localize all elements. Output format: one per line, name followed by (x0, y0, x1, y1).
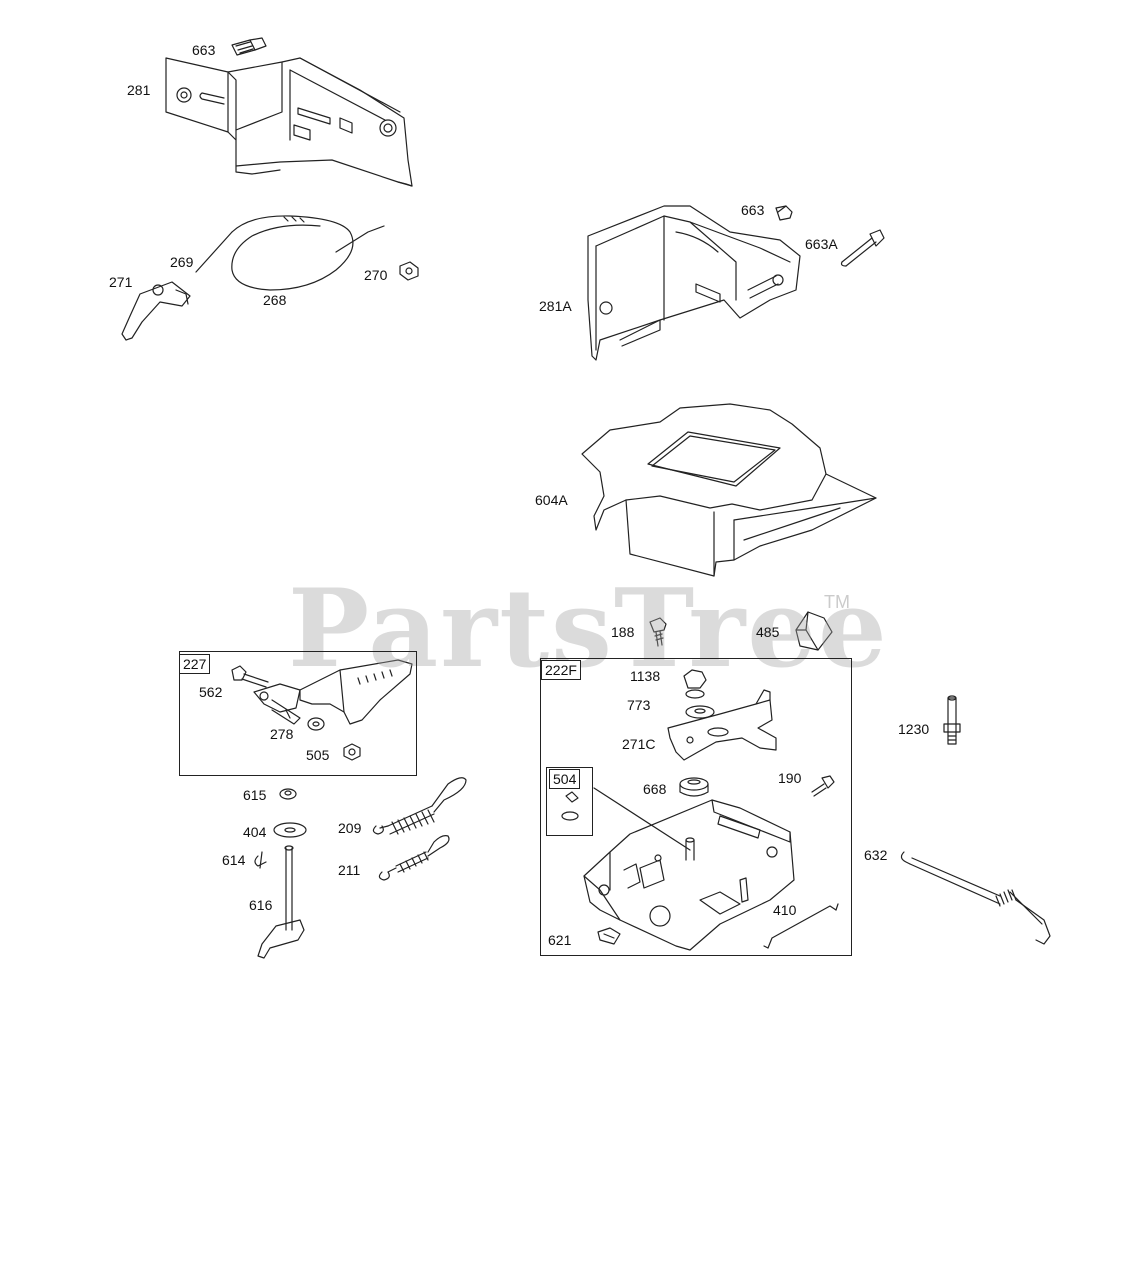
bolt-663-drawing (231, 37, 267, 56)
lever-271-drawing (121, 281, 191, 341)
kit-227-tag: 227 (179, 654, 211, 674)
kit-504-drawing (561, 787, 691, 851)
watermark-text: PartsTree (288, 566, 889, 692)
housing-604A-drawing (581, 403, 877, 577)
part-label: 281A (539, 298, 572, 314)
link-410-drawing (763, 903, 839, 949)
stud-1230-drawing (943, 695, 961, 745)
nut-505-drawing (343, 743, 361, 761)
part-label: 614 (222, 852, 246, 868)
kit-222F-tag: 222F (541, 660, 581, 680)
bolt-562-drawing (231, 665, 269, 688)
lever-271C-drawing (667, 689, 777, 761)
screw-188-drawing (649, 617, 667, 647)
part-label: 211 (338, 862, 361, 878)
shroud-281A-drawing (587, 205, 801, 361)
part-label: 188 (611, 624, 635, 640)
part-label: 562 (199, 684, 223, 700)
part-label: 1230 (898, 721, 930, 737)
plate-222F-drawing (583, 799, 795, 951)
screw-190-drawing (811, 775, 835, 797)
part-label: 410 (773, 902, 797, 918)
washer-278-drawing (307, 717, 325, 731)
part-label: 773 (627, 697, 651, 713)
part-label: 663 (192, 42, 216, 58)
spring-211-drawing (378, 835, 450, 881)
part-label: 505 (306, 747, 330, 763)
part-label: 485 (756, 624, 780, 640)
kit-227-box (179, 651, 417, 776)
part-label: 663A (805, 236, 838, 252)
spring-link-632-drawing (900, 851, 1051, 945)
part-label: 632 (864, 847, 888, 863)
nut-1138-drawing (683, 669, 707, 699)
part-label: 190 (778, 770, 802, 786)
part-label: 269 (170, 254, 194, 270)
part-label: 281 (127, 82, 151, 98)
nut-270-drawing (399, 261, 419, 281)
cable-268-drawing (195, 215, 385, 291)
part-label: 615 (243, 787, 267, 803)
watermark-trademark: TM (824, 592, 850, 612)
bolt-663A-drawing (840, 229, 885, 267)
part-label: 271C (622, 736, 656, 752)
washer-615-drawing (279, 788, 297, 800)
part-label: 621 (548, 932, 572, 948)
washer-404-drawing (273, 822, 307, 838)
block-485-drawing (795, 611, 833, 651)
part-label: 668 (643, 781, 667, 797)
part-label: 268 (263, 292, 287, 308)
spring-209-drawing (372, 777, 467, 835)
part-label: 663 (741, 202, 765, 218)
bracket-281-drawing (165, 57, 413, 187)
part-label: 278 (270, 726, 294, 742)
clip-614-drawing (254, 851, 267, 869)
pin-663-drawing (775, 205, 793, 221)
part-label: 270 (364, 267, 388, 283)
kit-504-tag: 504 (549, 769, 581, 789)
bracket-227-drawing (253, 659, 413, 725)
part-label: 616 (249, 897, 273, 913)
clip-621-drawing (597, 927, 621, 945)
part-label: 1138 (630, 668, 661, 684)
shaft-616-drawing (257, 845, 305, 959)
kit-504-box (546, 767, 593, 836)
part-label: 271 (109, 274, 133, 290)
washer-773-drawing (685, 705, 715, 719)
part-label: 604A (535, 492, 568, 508)
kit-222F-box (540, 658, 852, 956)
part-label: 404 (243, 824, 267, 840)
part-label: 209 (338, 820, 362, 836)
pulley-668-drawing (679, 777, 709, 797)
